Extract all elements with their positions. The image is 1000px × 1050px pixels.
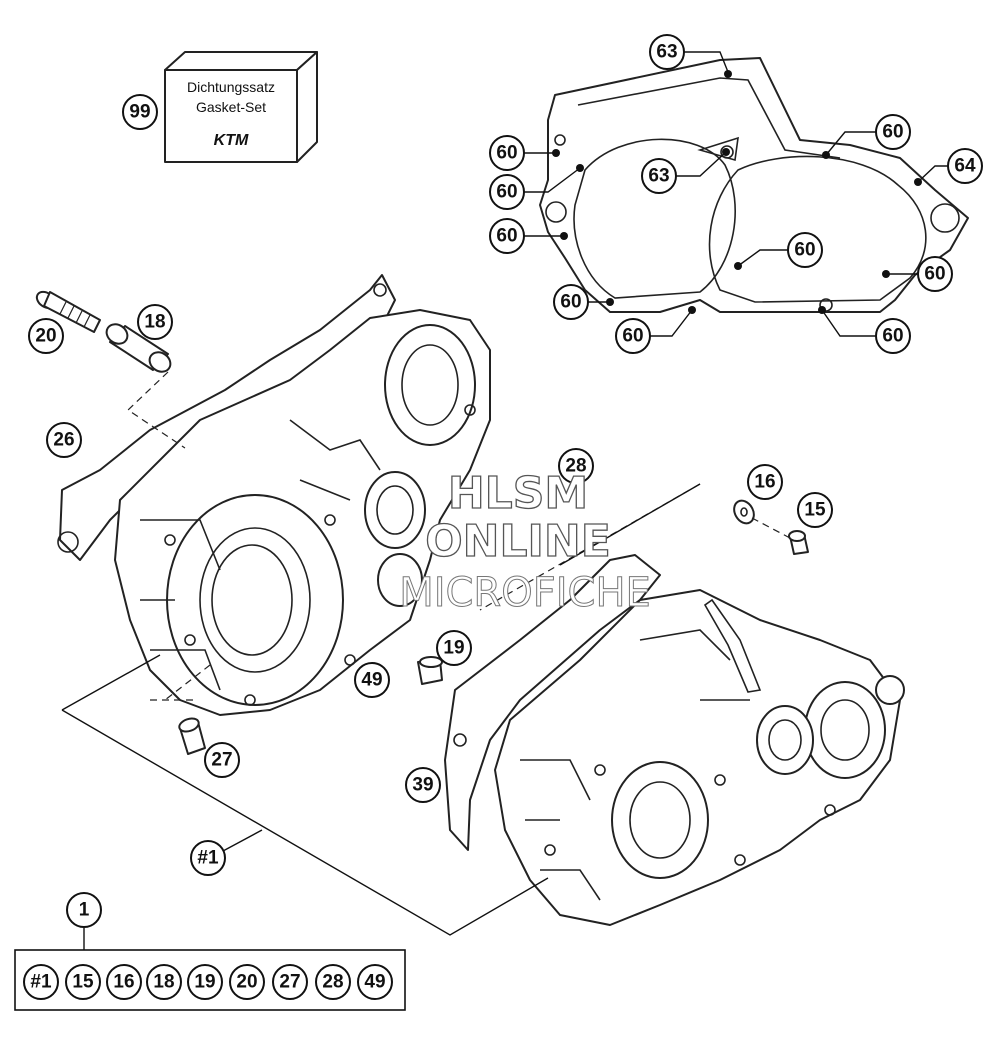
callout-63-top: 63 xyxy=(649,34,685,70)
gasket-leaders xyxy=(524,51,948,337)
bolt-15 xyxy=(788,530,809,555)
callout-60-f: 60 xyxy=(875,114,911,150)
svg-text:49: 49 xyxy=(364,972,385,993)
watermark-line-1: HLSM xyxy=(448,468,588,519)
callout-19: 19 xyxy=(436,630,472,666)
kit-item-18: 18 xyxy=(146,964,182,1000)
gasket-set-label-de: Dichtungssatz xyxy=(187,79,275,95)
svg-text:#1: #1 xyxy=(197,848,219,869)
svg-text:28: 28 xyxy=(565,456,586,477)
svg-text:60: 60 xyxy=(882,122,903,143)
callout-63-mid: 63 xyxy=(641,158,677,194)
svg-text:60: 60 xyxy=(924,264,945,285)
gasket-set-box: Dichtungssatz Gasket-Set KTM xyxy=(164,51,318,163)
callout-60-c: 60 xyxy=(489,218,525,254)
callout-60-g: 60 xyxy=(787,232,823,268)
screw-20 xyxy=(35,290,101,333)
gasket-set-label-en: Gasket-Set xyxy=(196,99,266,115)
watermark: HLSM ONLINE MICROFICHE xyxy=(399,467,652,616)
assembly-link-line xyxy=(559,483,701,566)
callout-60-a: 60 xyxy=(489,135,525,171)
callout-60-b: 60 xyxy=(489,174,525,210)
left-crankcase-half xyxy=(114,309,491,716)
callout-60-d: 60 xyxy=(553,284,589,320)
callout-20: 20 xyxy=(28,318,64,354)
kit-item-16: 16 xyxy=(106,964,142,1000)
dowel-27 xyxy=(178,717,206,755)
svg-text:20: 20 xyxy=(35,326,56,347)
svg-text:39: 39 xyxy=(412,775,433,796)
svg-text:27: 27 xyxy=(279,972,300,993)
dash-line-15-16 xyxy=(751,517,791,539)
bolt-19 xyxy=(417,656,443,685)
washer-16 xyxy=(733,499,755,525)
svg-text:1: 1 xyxy=(79,900,90,921)
svg-text:18: 18 xyxy=(153,972,174,993)
callout-18: 18 xyxy=(137,304,173,340)
svg-text:16: 16 xyxy=(754,472,775,493)
dash-line-18 xyxy=(127,371,186,449)
svg-text:60: 60 xyxy=(496,143,517,164)
svg-text:63: 63 xyxy=(648,166,669,187)
svg-text:60: 60 xyxy=(882,326,903,347)
watermark-line-2: ONLINE xyxy=(425,516,611,567)
watermark-line-3: MICROFICHE xyxy=(399,570,651,616)
callout-99: 99 xyxy=(122,94,158,130)
callout-60-e: 60 xyxy=(615,318,651,354)
dowel-sleeve-18 xyxy=(105,323,172,373)
svg-text:60: 60 xyxy=(496,226,517,247)
right-crankcase-gasket-39 xyxy=(444,554,661,851)
callout-set-1: #1 xyxy=(190,840,226,876)
callout-28: 28 xyxy=(558,448,594,484)
svg-text:#1: #1 xyxy=(30,972,52,993)
svg-text:20: 20 xyxy=(236,972,257,993)
kit-item-49: 49 xyxy=(357,964,393,1000)
callout-1: 1 xyxy=(66,892,102,928)
callout-49: 49 xyxy=(354,662,390,698)
svg-text:18: 18 xyxy=(144,312,165,333)
kit-item-28: 28 xyxy=(315,964,351,1000)
svg-text:60: 60 xyxy=(794,240,815,261)
kit-item-set-1: #1 xyxy=(23,964,59,1000)
callout-26: 26 xyxy=(46,422,82,458)
svg-text:49: 49 xyxy=(361,670,382,691)
dash-line-27 xyxy=(150,664,211,701)
callout-15: 15 xyxy=(797,492,833,528)
svg-text:16: 16 xyxy=(113,972,134,993)
right-crankcase-half xyxy=(494,589,905,926)
svg-text:99: 99 xyxy=(129,102,150,123)
callout-60-h: 60 xyxy=(917,256,953,292)
callout-64: 64 xyxy=(947,148,983,184)
svg-text:60: 60 xyxy=(560,292,581,313)
svg-text:19: 19 xyxy=(443,638,464,659)
svg-text:27: 27 xyxy=(211,750,232,771)
svg-text:60: 60 xyxy=(496,182,517,203)
kit-item-20: 20 xyxy=(229,964,265,1000)
kit-item-15: 15 xyxy=(65,964,101,1000)
svg-text:28: 28 xyxy=(322,972,343,993)
callout-16: 16 xyxy=(747,464,783,500)
kit-item-19: 19 xyxy=(187,964,223,1000)
callout-60-i: 60 xyxy=(875,318,911,354)
svg-text:19: 19 xyxy=(194,972,215,993)
svg-text:15: 15 xyxy=(804,500,826,521)
svg-text:60: 60 xyxy=(622,326,643,347)
crankcase-gasket xyxy=(539,57,969,313)
svg-text:63: 63 xyxy=(656,42,677,63)
svg-text:26: 26 xyxy=(53,430,74,451)
svg-text:15: 15 xyxy=(72,972,94,993)
callout-27: 27 xyxy=(204,742,240,778)
callout-39: 39 xyxy=(405,767,441,803)
svg-text:64: 64 xyxy=(954,156,976,177)
kit-item-27: 27 xyxy=(272,964,308,1000)
brand-logo: KTM xyxy=(214,132,249,149)
assembly-bracket-line xyxy=(61,654,549,936)
